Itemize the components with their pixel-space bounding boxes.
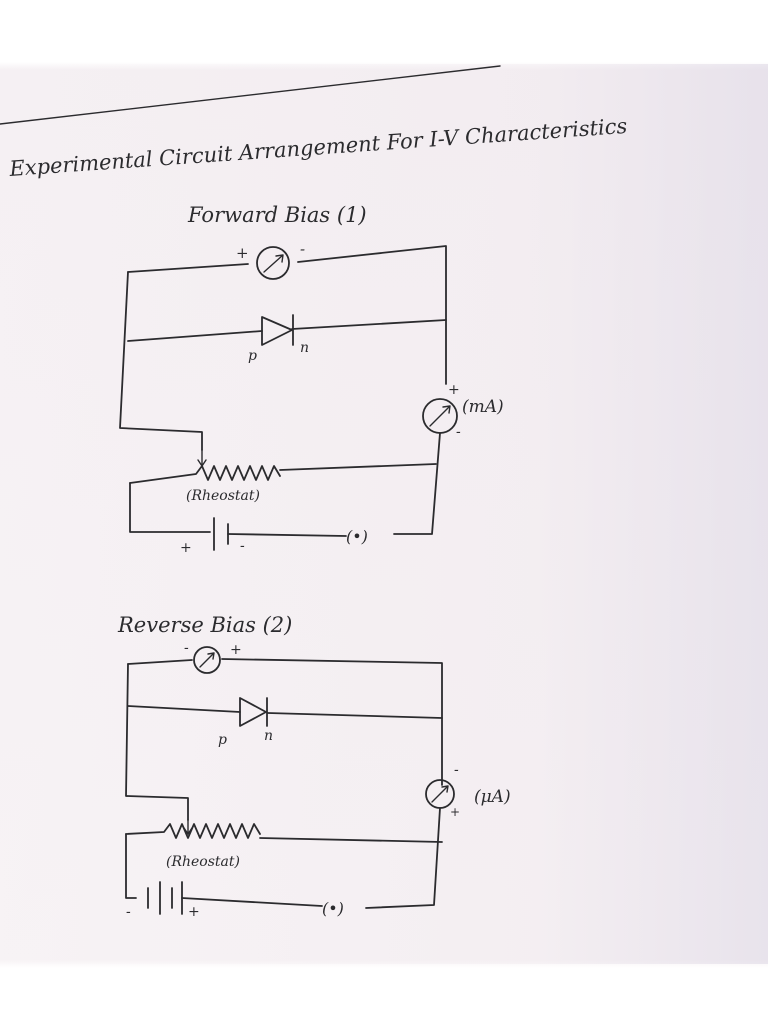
voltmeter-symbol [256, 246, 290, 280]
voltmeter-minus-reverse: - [184, 640, 189, 656]
voltmeter-branch-wire [127, 245, 447, 385]
battery-wire-right-reverse [181, 897, 323, 907]
rheostat-symbol-reverse [125, 819, 443, 843]
diode-branch-wire [127, 319, 447, 342]
paper-shading [0, 64, 768, 964]
battery-minus: - [240, 538, 245, 554]
microammeter-unit-label: (μA) [474, 787, 511, 807]
rheostat-label-reverse: (Rheostat) [166, 854, 240, 870]
ammeter-minus: - [456, 424, 461, 440]
battery-wire-left-reverse [125, 833, 137, 899]
battery-plus: + [180, 540, 192, 556]
microammeter-minus: - [454, 762, 459, 778]
microammeter-plus: + [450, 805, 460, 819]
microammeter-symbol [425, 779, 455, 809]
voltmeter-symbol-reverse [193, 646, 221, 674]
ammeter-plus: + [448, 382, 460, 398]
battery-wire-left [129, 482, 211, 533]
diode-n-label-reverse: n [264, 728, 273, 744]
reverse-bias-circuit: Reverse Bias (2) - + p n [117, 613, 511, 920]
right-rail-wire [393, 432, 441, 535]
voltmeter-branch-wire-reverse [127, 658, 443, 786]
left-rail-wire-reverse [125, 663, 189, 821]
voltmeter-plus: + [236, 244, 249, 262]
battery-plus-reverse: + [188, 904, 200, 920]
diode-symbol [261, 314, 294, 346]
diode-p-label-reverse: p [218, 732, 227, 748]
battery-wire-right [227, 533, 347, 537]
forward-bias-circuit: Forward Bias (1) + - p n [119, 203, 504, 556]
ruled-line [0, 65, 501, 125]
diode-branch-wire-reverse [127, 705, 443, 719]
battery-minus-reverse: - [126, 904, 131, 920]
diode-p-label: p [248, 348, 257, 364]
right-rail-wire-reverse [365, 807, 441, 909]
page-title: Experimental Circuit Arrangement For I-V… [8, 114, 628, 181]
rheostat-symbol [129, 449, 437, 484]
voltmeter-plus-reverse: + [230, 642, 242, 658]
diode-n-label: n [300, 340, 309, 356]
voltmeter-minus: - [300, 240, 305, 258]
ammeter-unit-label: (mA) [462, 397, 504, 417]
rheostat-label: (Rheostat) [186, 488, 260, 504]
forward-bias-heading: Forward Bias (1) [187, 203, 367, 227]
battery-symbol-reverse [147, 881, 183, 915]
battery-symbol [213, 517, 229, 551]
reverse-bias-heading: Reverse Bias (2) [117, 613, 292, 637]
plug-key-symbol: (•) [346, 527, 368, 546]
left-rail-wire [119, 271, 203, 451]
ammeter-symbol [422, 398, 458, 434]
diode-symbol-reverse [239, 697, 268, 727]
plug-key-symbol-reverse: (•) [322, 899, 344, 918]
